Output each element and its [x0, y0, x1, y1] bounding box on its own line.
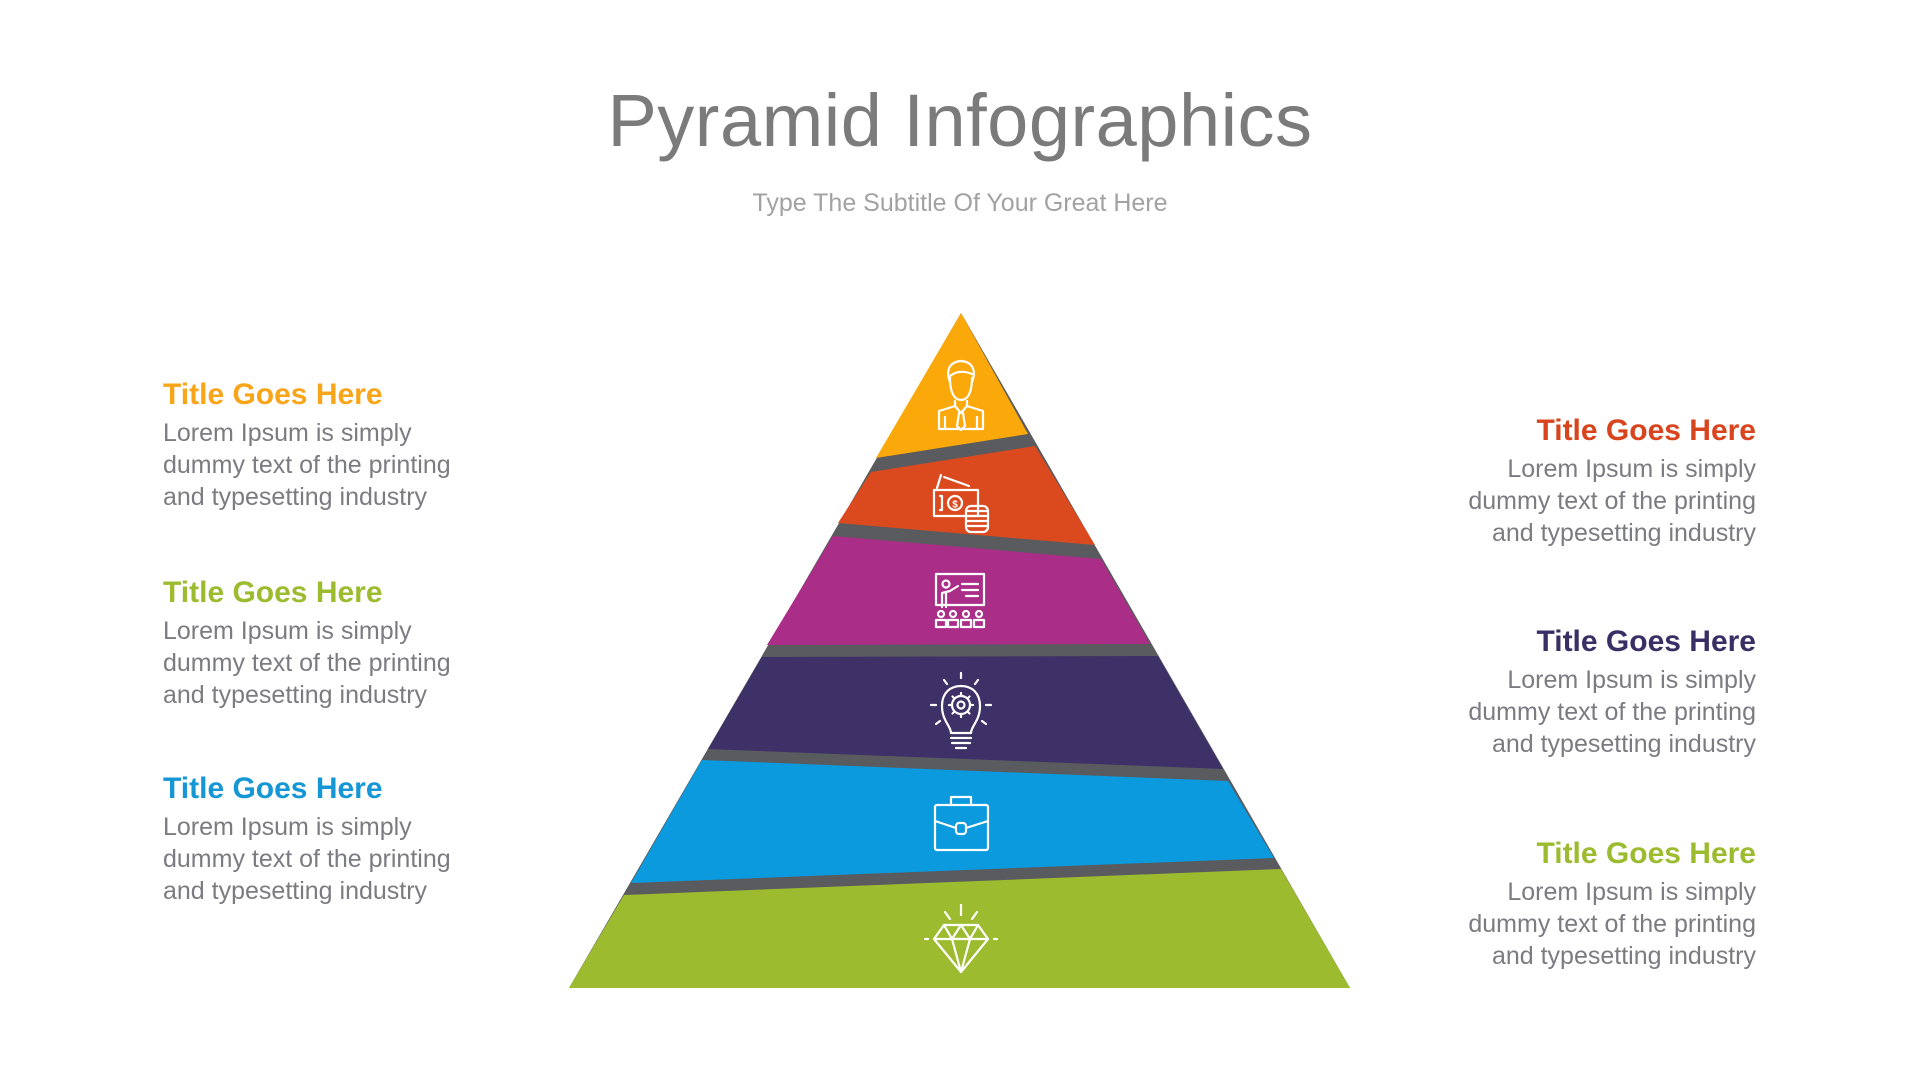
block-title: Title Goes Here [163, 378, 383, 411]
block-title: Title Goes Here [1536, 414, 1756, 447]
right-block-3: Title Goes Here Lorem Ipsum is simply du… [1396, 836, 1756, 972]
block-body: Lorem Ipsum is simply dummy text of the … [163, 417, 523, 513]
body-line: and typesetting industry [1491, 519, 1756, 547]
block-body: Lorem Ipsum is simply dummy text of the … [163, 811, 523, 907]
body-line: dummy text of the printing [1468, 698, 1756, 726]
money-coins-icon: $ [932, 473, 990, 534]
body-line: Lorem Ipsum is simply [163, 617, 412, 645]
block-body: Lorem Ipsum is simply dummy text of the … [1396, 453, 1756, 549]
body-line: dummy text of the printing [163, 649, 451, 677]
svg-text:$: $ [952, 500, 958, 511]
body-line: dummy text of the printing [163, 451, 451, 479]
left-block-3: Title Goes Here Lorem Ipsum is simply du… [163, 771, 523, 907]
block-title: Title Goes Here [163, 772, 383, 805]
body-line: and typesetting industry [163, 681, 428, 709]
body-line: Lorem Ipsum is simply [1507, 455, 1756, 483]
pyramid-level-5 [631, 760, 1274, 883]
right-block-1: Title Goes Here Lorem Ipsum is simply du… [1396, 413, 1756, 549]
businessman-icon [937, 359, 985, 432]
pyramid-level-3 [767, 536, 1150, 645]
block-title: Title Goes Here [1536, 837, 1756, 870]
briefcase-icon [933, 795, 990, 852]
page-title: Pyramid Infographics [607, 79, 1313, 162]
body-line: and typesetting industry [1491, 942, 1756, 970]
page-subtitle: Type The Subtitle Of Your Great Here [752, 189, 1168, 217]
body-line: Lorem Ipsum is simply [163, 419, 412, 447]
left-block-2: Title Goes Here Lorem Ipsum is simply du… [163, 575, 523, 711]
block-body: Lorem Ipsum is simply dummy text of the … [1396, 664, 1756, 760]
pyramid-level-2 [838, 446, 1095, 545]
left-block-1: Title Goes Here Lorem Ipsum is simply du… [163, 377, 523, 513]
diamond-icon [923, 903, 999, 974]
body-line: and typesetting industry [1491, 730, 1756, 758]
body-line: and typesetting industry [163, 877, 428, 905]
body-line: and typesetting industry [163, 483, 428, 511]
body-line: Lorem Ipsum is simply [1507, 666, 1756, 694]
body-line: Lorem Ipsum is simply [163, 813, 412, 841]
block-title: Title Goes Here [1536, 625, 1756, 658]
body-line: Lorem Ipsum is simply [1507, 878, 1756, 906]
block-title: Title Goes Here [163, 576, 383, 609]
pyramid-level-1 [876, 313, 1028, 458]
lightbulb-gear-icon [929, 671, 993, 750]
block-body: Lorem Ipsum is simply dummy text of the … [1396, 876, 1756, 972]
body-line: dummy text of the printing [163, 845, 451, 873]
body-line: dummy text of the printing [1468, 910, 1756, 938]
presentation-icon [934, 572, 986, 629]
body-line: dummy text of the printing [1468, 487, 1756, 515]
block-body: Lorem Ipsum is simply dummy text of the … [163, 615, 523, 711]
right-block-2: Title Goes Here Lorem Ipsum is simply du… [1396, 624, 1756, 760]
